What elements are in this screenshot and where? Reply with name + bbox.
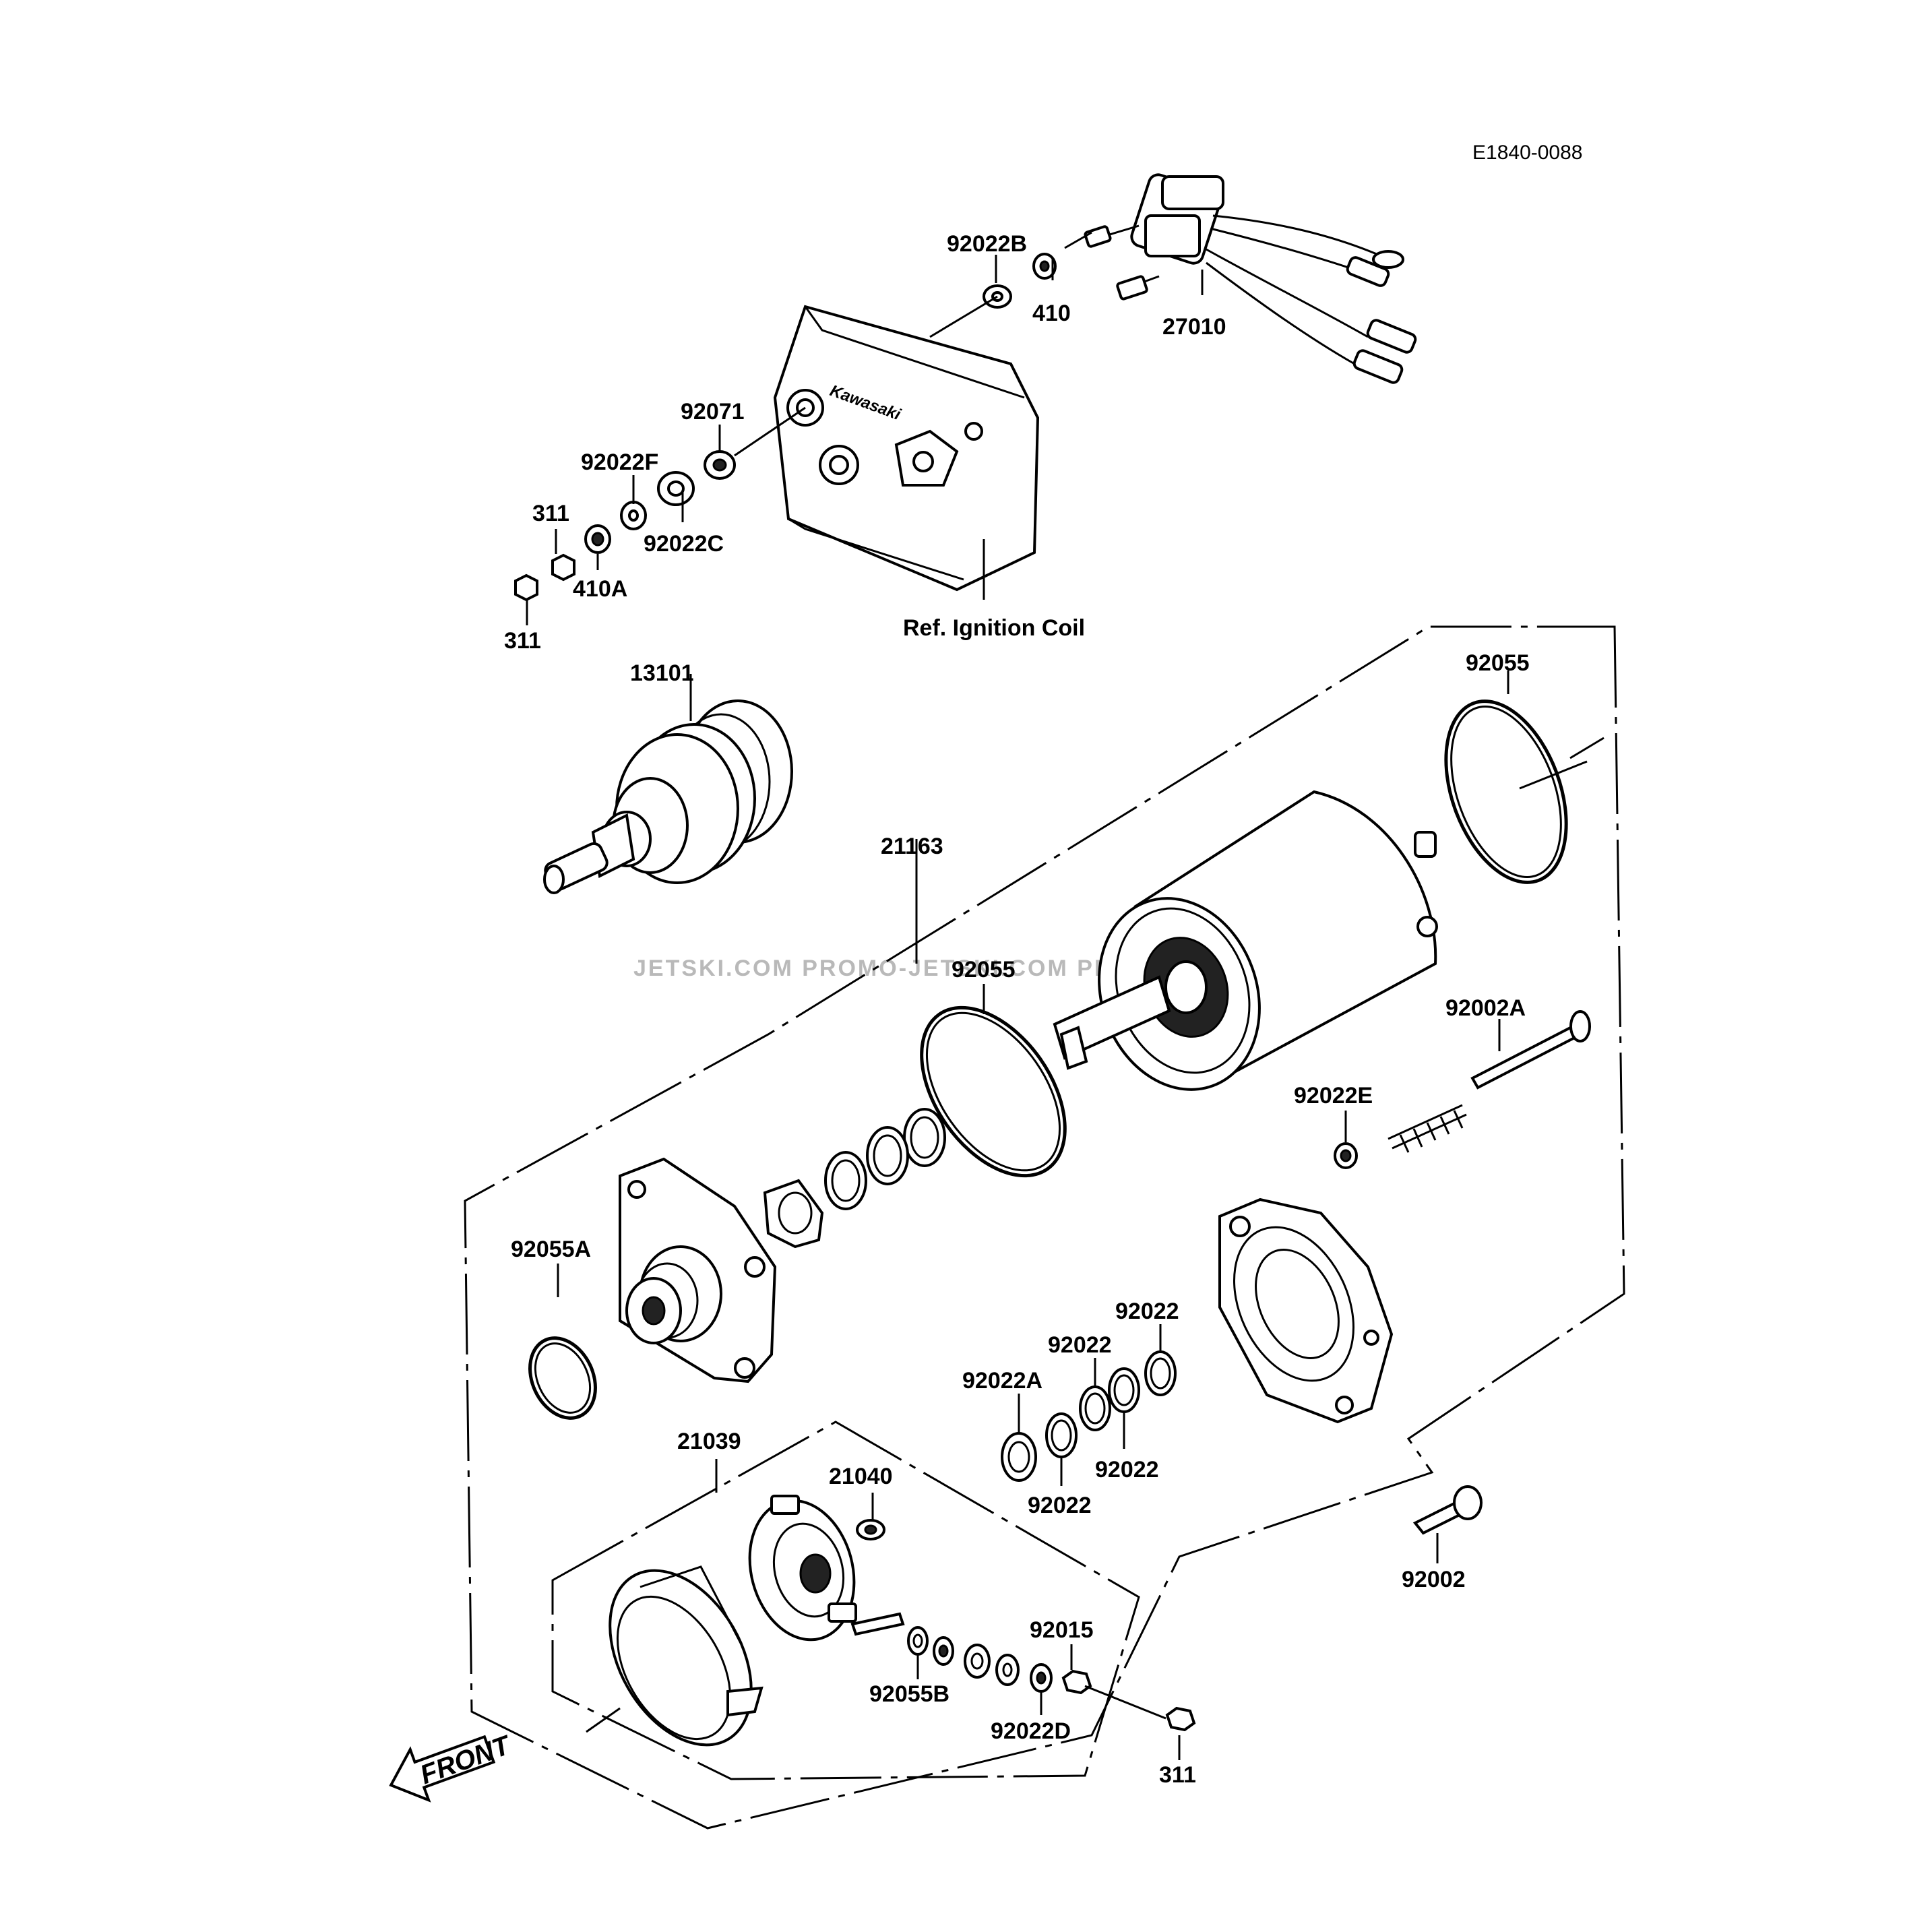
brush-cover-cup [609, 1565, 764, 1747]
part-label-92015: 92015 [1030, 1617, 1094, 1643]
part-label-92055-rear: 92055 [1466, 650, 1530, 676]
o-ring-92055A [528, 1336, 597, 1420]
front-shims [763, 1108, 946, 1249]
part-label-92022A: 92022A [962, 1368, 1042, 1394]
part-label-92002: 92002 [1402, 1567, 1466, 1592]
part-label-311-left: 311 [504, 628, 541, 654]
bolt-92002 [1412, 1485, 1483, 1535]
through-bolt-92002A [1388, 1010, 1591, 1153]
part-label-92002A: 92002A [1445, 995, 1526, 1021]
part-label-21040: 21040 [829, 1464, 893, 1489]
washers-92022-set [1001, 1350, 1177, 1482]
part-label-92022-upper-mid: 92022 [1048, 1332, 1112, 1358]
terminal-hardware-chain [907, 1626, 1196, 1732]
part-label-311-bottom: 311 [1159, 1762, 1196, 1788]
front-label: FRONT [416, 1730, 516, 1790]
part-label-21039: 21039 [677, 1429, 741, 1454]
part-label-92055B: 92055B [869, 1681, 949, 1707]
part-label-410: 410 [1032, 301, 1071, 326]
part-label-410A: 410A [573, 576, 627, 602]
nut-92022E [1334, 1142, 1358, 1169]
part-label-92071: 92071 [681, 399, 745, 425]
front-cover [619, 1157, 777, 1383]
o-ring-92055-rear [1444, 699, 1568, 884]
part-label-92022-lower-right: 92022 [1095, 1457, 1159, 1483]
assembly-21163-outline [464, 625, 1625, 1830]
part-label-92022-lower-left: 92022 [1028, 1493, 1092, 1518]
o-ring-92055-front [920, 1005, 1067, 1178]
assembly-21039-outline [551, 1421, 1140, 1780]
ref-ignition-coil-label: Ref. Ignition Coil [903, 615, 1085, 641]
starter-solenoid-27010 [1084, 173, 1417, 384]
brush-holder [748, 1495, 905, 1642]
part-label-92022B: 92022B [947, 231, 1027, 257]
part-label-311-top: 311 [532, 501, 569, 526]
part-label-92022C: 92022C [644, 531, 724, 557]
part-label-92022E: 92022E [1294, 1083, 1373, 1109]
rear-cover [1218, 1197, 1394, 1424]
part-label-13101: 13101 [630, 660, 694, 686]
part-label-92022F: 92022F [581, 449, 658, 475]
part-label-21163: 21163 [881, 834, 943, 859]
part-label-92055A: 92055A [511, 1237, 591, 1262]
ignition-coil-cover: Kawasaki [773, 305, 1040, 592]
part-label-92022-upper-right: 92022 [1115, 1299, 1179, 1324]
starter-clutch-13101 [543, 699, 793, 894]
part-label-92055-front: 92055 [952, 957, 1016, 983]
starter-motor-yoke [1053, 790, 1438, 1091]
brush-spring-21040 [856, 1519, 885, 1540]
part-label-27010: 27010 [1162, 314, 1226, 340]
drawing-code: E1840-0088 [1472, 142, 1582, 164]
front-direction-arrow: FRONT [389, 1730, 516, 1803]
part-label-92022D: 92022D [991, 1718, 1071, 1744]
